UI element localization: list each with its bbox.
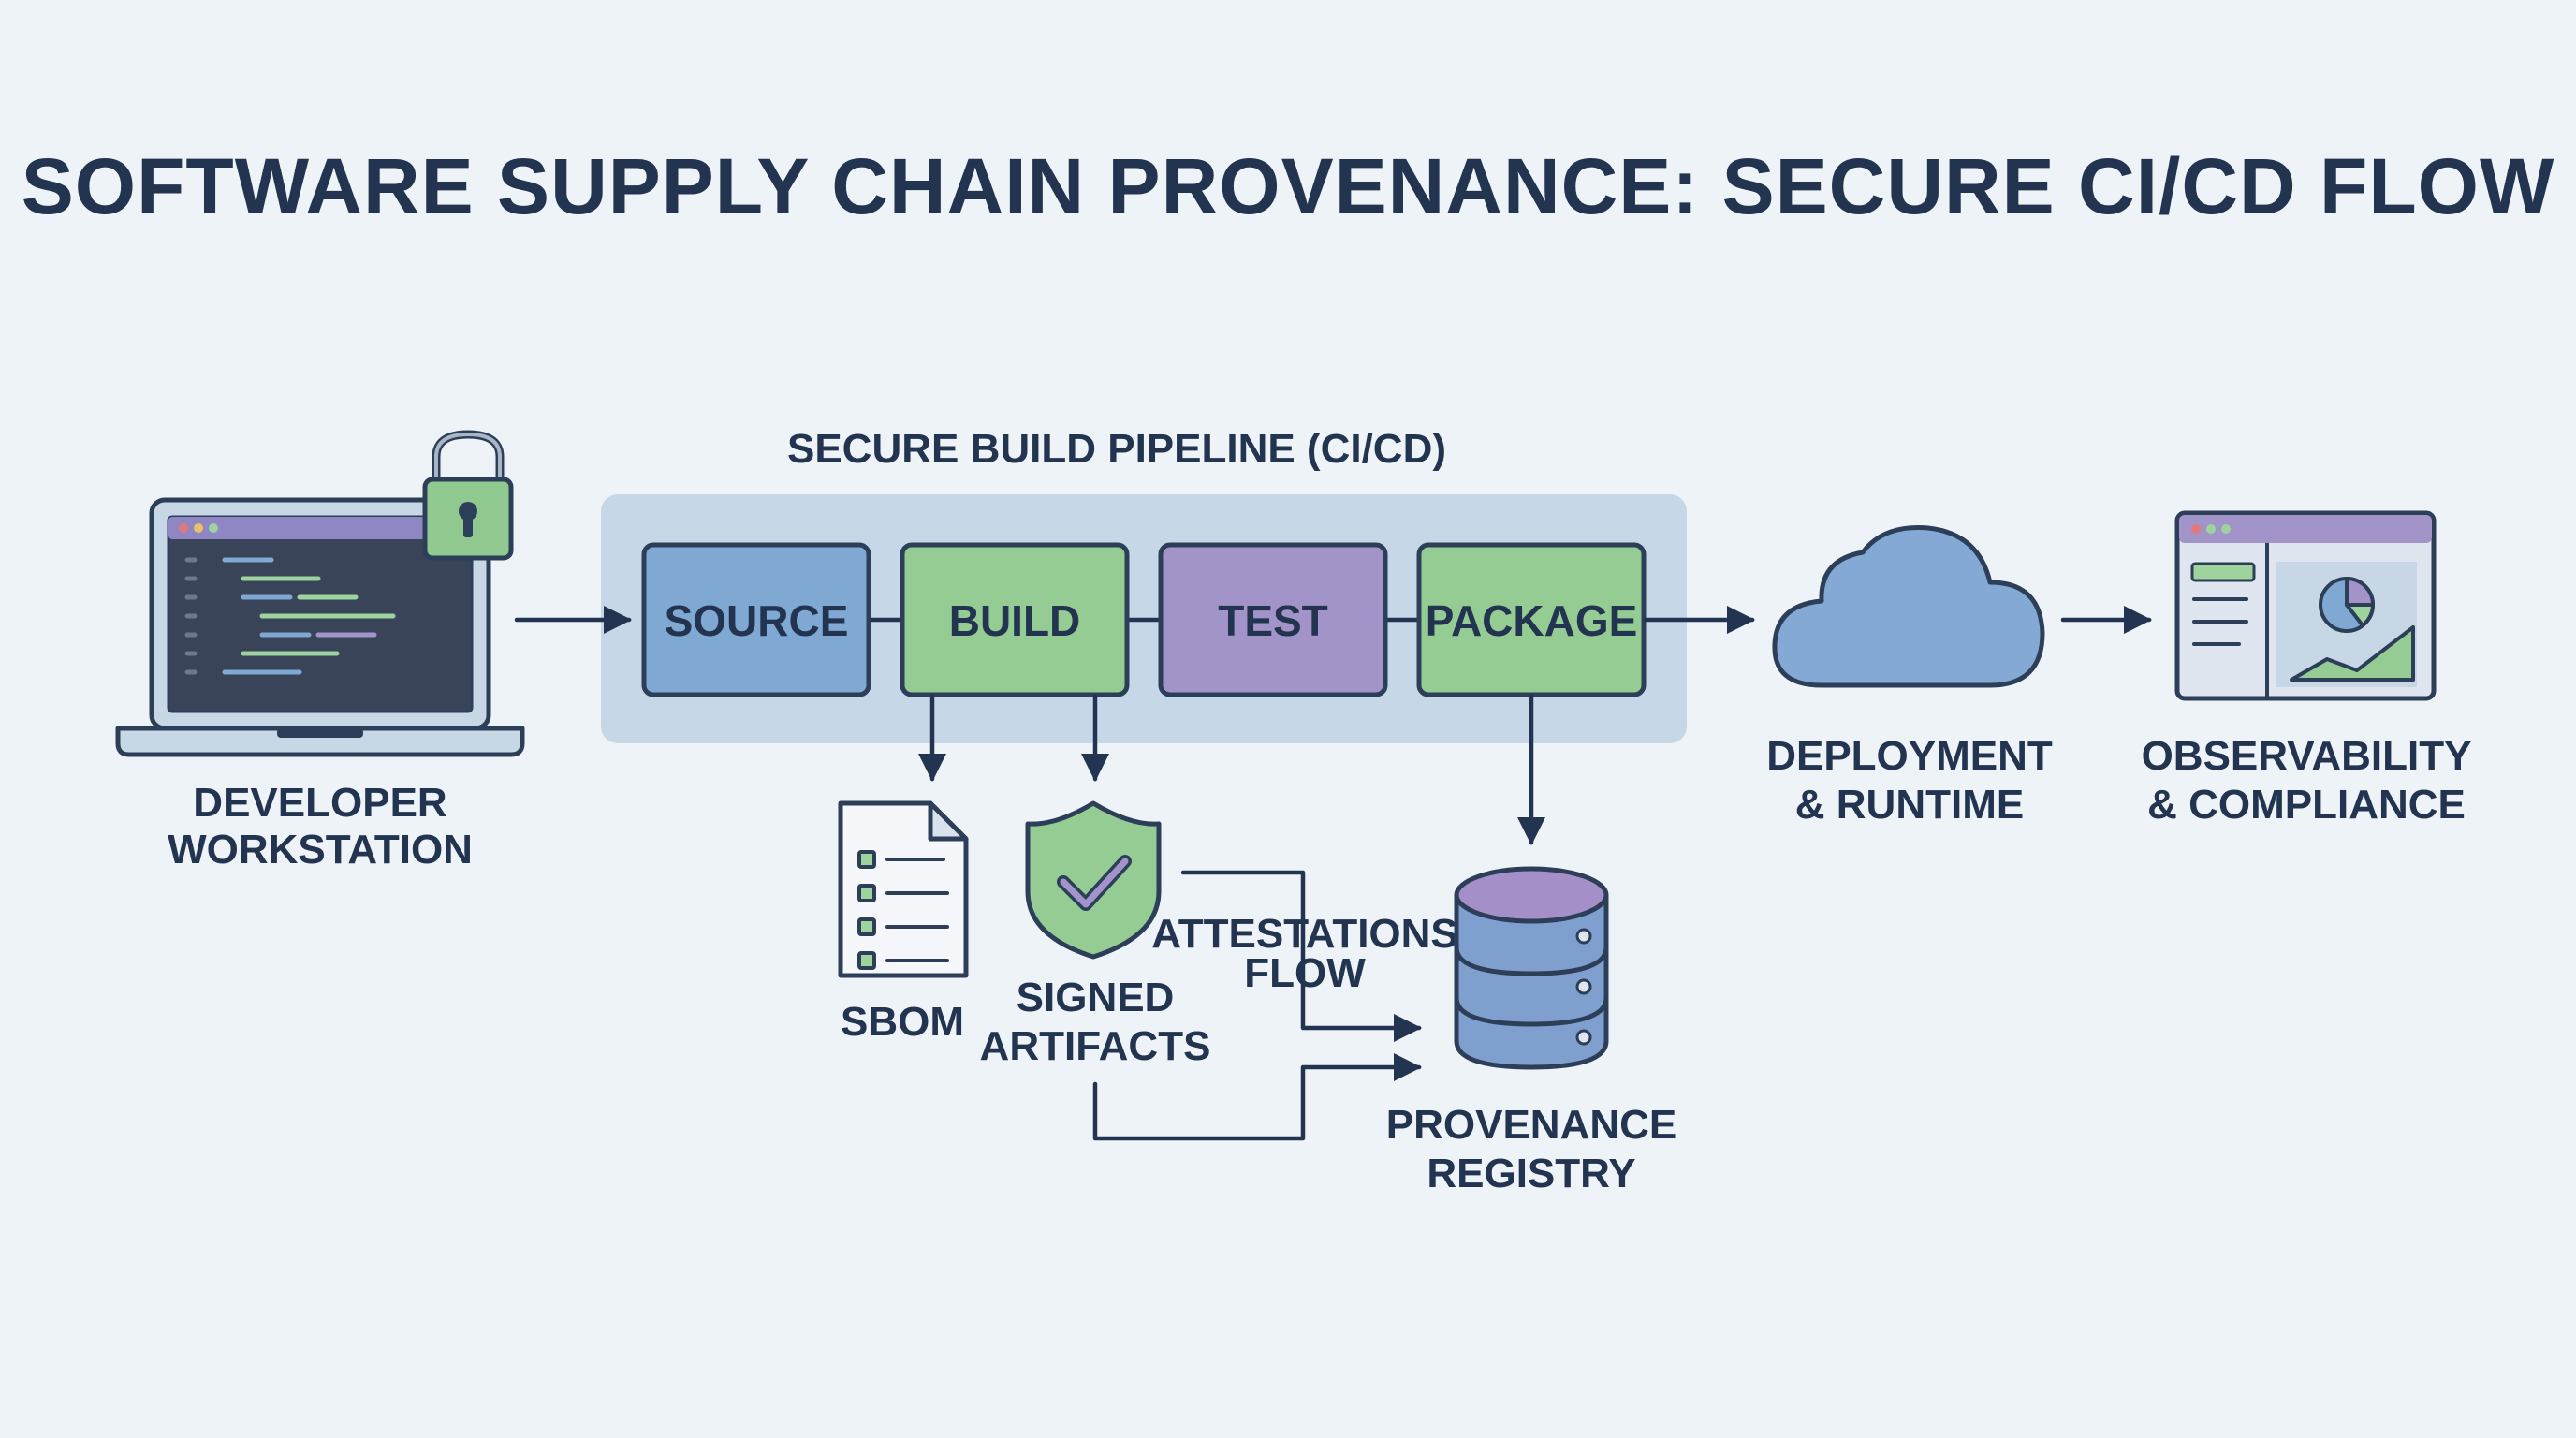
- shield-check-icon: [1025, 800, 1162, 960]
- stage-package[interactable]: PACKAGE: [1416, 542, 1647, 697]
- attestations-label-line-2: FLOW: [1244, 950, 1366, 996]
- page-title: SOFTWARE SUPPLY CHAIN PROVENANCE: SECURE…: [22, 142, 2555, 230]
- stage-test[interactable]: TEST: [1158, 542, 1388, 697]
- stage-label-test: TEST: [1218, 596, 1328, 645]
- laptop-icon: [115, 497, 525, 757]
- dashboard-icon: [2174, 510, 2437, 701]
- cloud-icon: [1772, 525, 2045, 688]
- document-checklist-icon: [838, 800, 969, 978]
- stage-source[interactable]: SOURCE: [641, 542, 871, 697]
- stage-label-package: PACKAGE: [1426, 596, 1638, 645]
- observability-label-line-1: OBSERVABILITY: [2142, 733, 2472, 779]
- observability-label-line-2: & COMPLIANCE: [2147, 782, 2466, 828]
- stage-build[interactable]: BUILD: [900, 542, 1130, 697]
- developer-label-line-2: WORKSTATION: [168, 827, 473, 873]
- signed-label-line-2: ARTIFACTS: [980, 1023, 1211, 1069]
- stage-label-build: BUILD: [949, 596, 1081, 645]
- stage-label-source: SOURCE: [665, 596, 849, 645]
- attestation-line-lower: [1092, 1053, 1422, 1141]
- registry-label-line-1: PROVENANCE: [1386, 1102, 1677, 1148]
- deployment-label-line-2: & RUNTIME: [1795, 782, 2024, 828]
- deployment-label-line-1: DEPLOYMENT: [1766, 733, 2053, 779]
- sbom-label: SBOM: [841, 999, 964, 1045]
- pipeline-label: SECURE BUILD PIPELINE (CI/CD): [787, 426, 1446, 472]
- developer-label-line-1: DEVELOPER: [193, 780, 446, 826]
- padlock-icon: [422, 430, 514, 561]
- attestations-label-line-1: ATTESTATIONS: [1151, 911, 1458, 957]
- signed-label-line-1: SIGNED: [1017, 975, 1175, 1020]
- registry-label-line-2: REGISTRY: [1427, 1151, 1635, 1196]
- database-icon: [1454, 866, 1609, 1070]
- attestation-line-upper: [1180, 870, 1422, 1042]
